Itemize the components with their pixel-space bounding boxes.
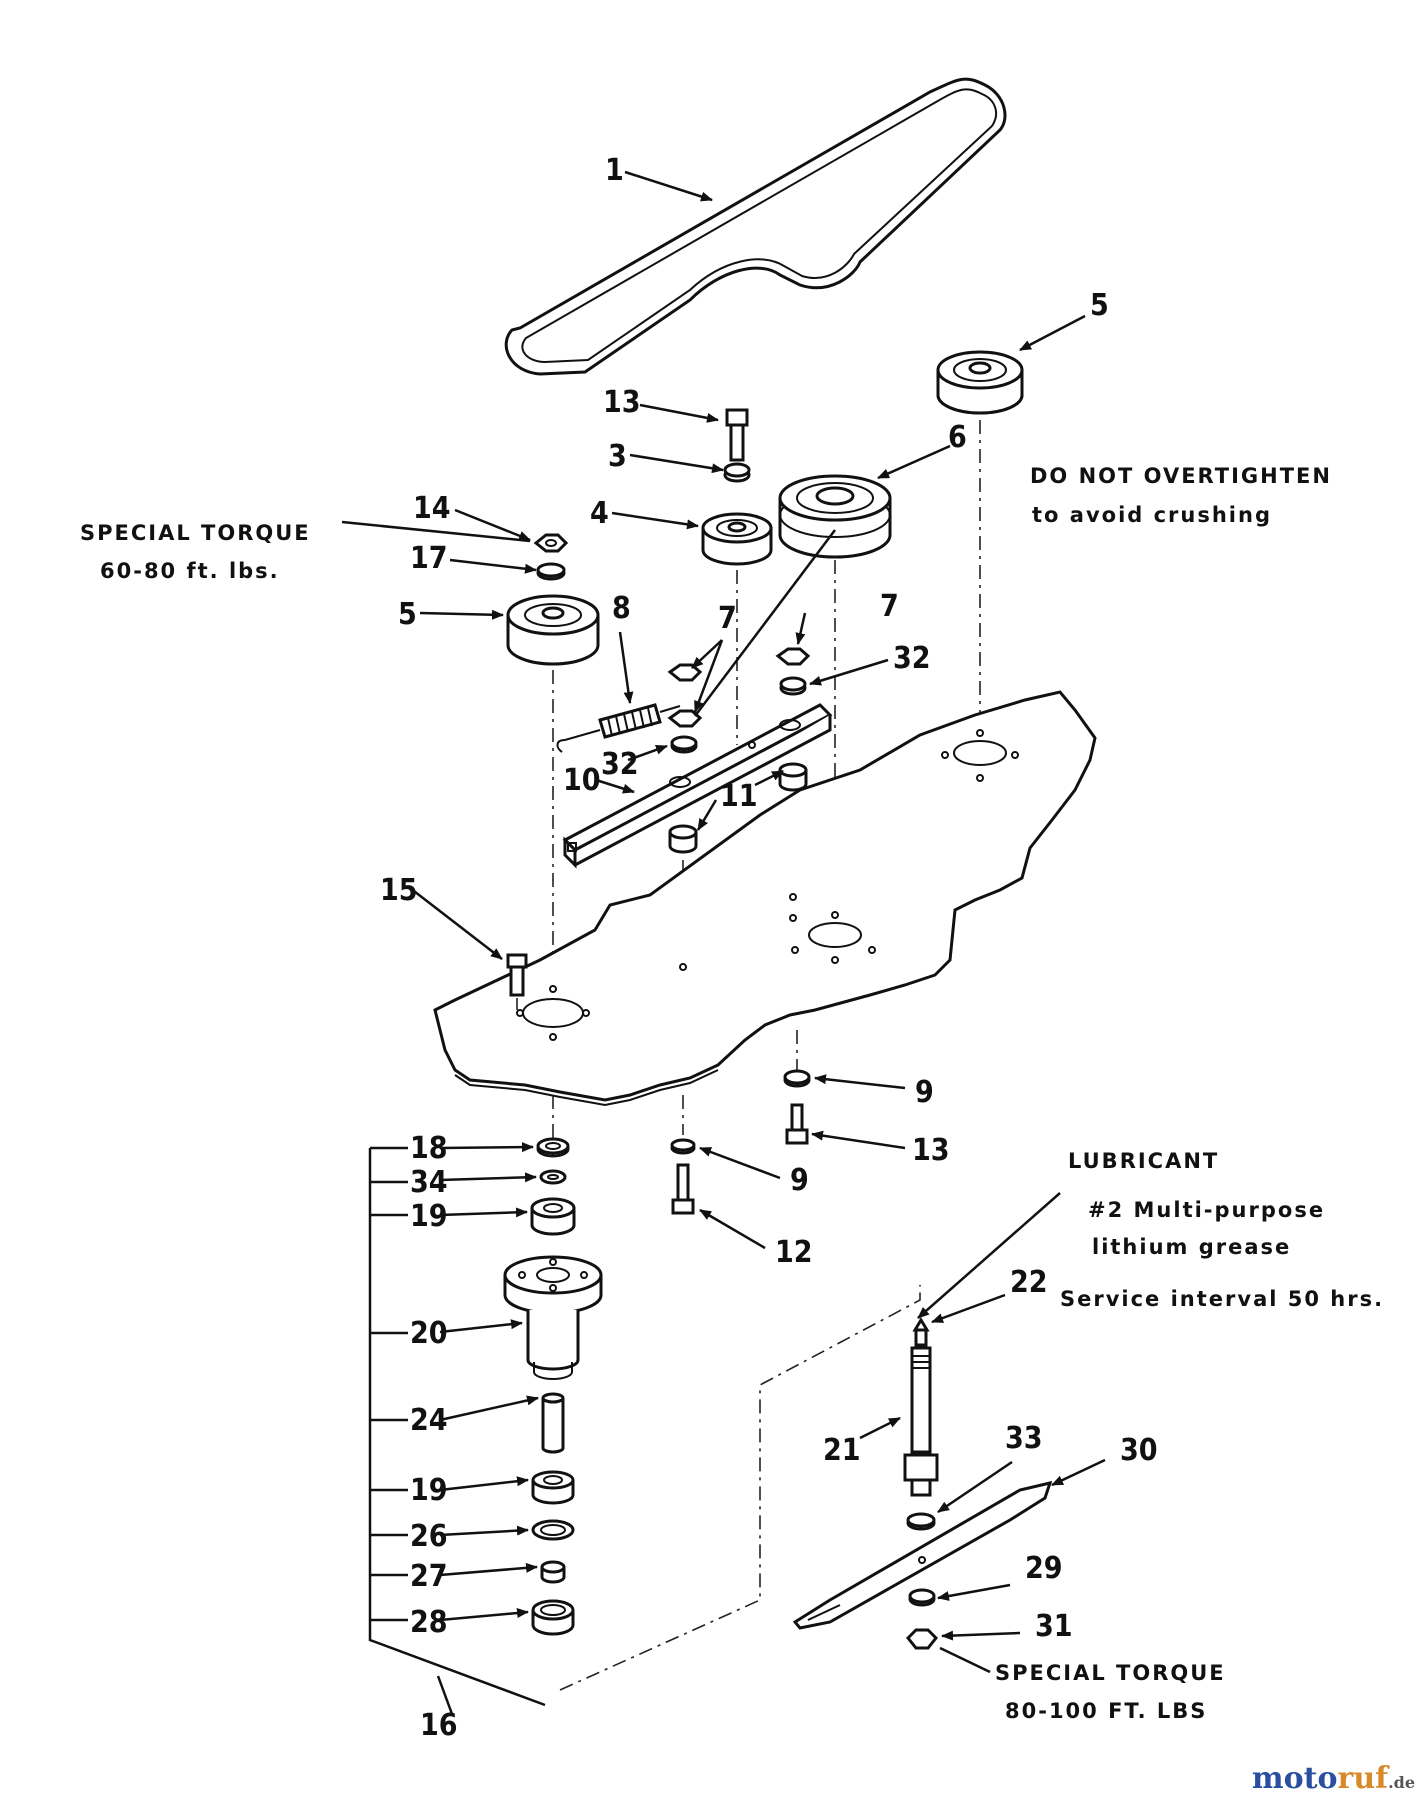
callout-7-right: 7 [880,589,899,624]
spindle-deck-plate [433,690,1097,1107]
pulley-6-double [778,474,892,559]
spacer-11-left [668,824,698,854]
callout-18: 18 [410,1131,448,1166]
note-special-torque-top-line1: SPECIAL TORQUE [80,521,311,545]
callout-numbers: 1 5 13 3 6 4 14 17 5 8 7 7 32 32 10 11 1… [380,153,1158,1743]
nut-7-right [775,647,811,666]
callout-6: 6 [948,420,967,455]
seal-18 [536,1137,570,1158]
note-special-torque-bottom-line1: SPECIAL TORQUE [995,1661,1226,1685]
callout-22: 22 [1010,1265,1048,1300]
note-lubricant-line3: lithium grease [1092,1235,1291,1259]
callout-29: 29 [1025,1551,1063,1586]
seal-27 [540,1560,566,1584]
callout-24: 24 [410,1403,448,1438]
callout-26: 26 [410,1519,448,1554]
bolt-13-bottom [785,1103,809,1145]
watermark-part1: moto [1251,1761,1338,1796]
callout-30: 30 [1120,1433,1158,1468]
callout-17: 17 [410,541,448,576]
drive-belt [504,77,1007,376]
washer-32-left [670,735,698,754]
note-special-torque-top-line2: 60-80 ft. lbs. [100,559,280,583]
note-lubricant-line1: LUBRICANT [1068,1149,1219,1173]
callout-16: 16 [420,1708,458,1743]
callout-13-top: 13 [603,385,641,420]
callout-12: 12 [775,1235,813,1270]
washer-29 [908,1588,936,1607]
callout-19-upper: 19 [410,1199,448,1234]
callout-10: 10 [563,763,601,798]
blade-30 [792,1480,1053,1630]
callout-15: 15 [380,873,418,908]
washer-17 [536,562,566,581]
spring-8 [556,703,681,753]
retaining-ring-26 [531,1519,575,1541]
callout-33: 33 [1005,1421,1043,1456]
spindle-housing-20 [503,1255,603,1380]
grease-fitting-22 [912,1317,930,1347]
callout-3: 3 [608,439,627,474]
leader-lines [341,170,1106,1715]
washer-32-right [779,676,807,696]
watermark-part2: ruf [1337,1761,1389,1796]
washer-9-middle [670,1138,696,1155]
callout-21: 21 [823,1433,861,1468]
bearing-19-lower [531,1470,575,1505]
washer-9-right [783,1069,811,1088]
callout-4: 4 [590,496,609,531]
spindle-shaft-21 [903,1346,939,1497]
callout-32-left: 32 [601,747,639,782]
spacer-tube-24 [541,1392,565,1454]
note-special-torque-bottom-line2: 80-100 FT. LBS [1005,1699,1207,1723]
nut-7-left-lower [667,709,703,728]
bolt-13-top [725,408,749,462]
pulley-5-right [936,350,1024,415]
washer-33 [906,1512,936,1531]
callout-27: 27 [410,1559,448,1594]
callout-5-left: 5 [398,597,417,632]
note-lubricant-line2: #2 Multi-purpose [1088,1198,1325,1222]
callout-9-middle: 9 [790,1163,809,1198]
spindle-assembly-16-bracket [368,1146,546,1707]
pulley-5-left [506,594,600,666]
watermark-logo: motoruf.de [1252,1761,1415,1796]
callout-32-right: 32 [893,641,931,676]
washer-34 [539,1169,567,1185]
callout-20: 20 [410,1316,448,1351]
callout-7-left: 7 [718,601,737,636]
callout-14: 14 [413,491,451,526]
callout-1: 1 [605,153,624,188]
callout-28: 28 [410,1605,448,1640]
bolt-15 [506,953,528,997]
pulley-4 [701,512,773,566]
bearing-19-upper [530,1197,576,1236]
washer-3 [723,462,751,483]
assembly-notes: SPECIAL TORQUE 60-80 ft. lbs. DO NOT OVE… [80,464,1384,1723]
idler-arm-10 [562,703,833,869]
callout-31: 31 [1035,1609,1073,1644]
nut-31 [905,1628,939,1650]
callout-9-right: 9 [915,1075,934,1110]
nut-7-left [667,663,703,682]
callout-11: 11 [720,779,758,814]
callout-13-bottom: 13 [912,1133,950,1168]
callout-34: 34 [410,1165,448,1200]
spacer-11-right [778,762,808,792]
note-service-interval: Service interval 50 hrs. [1060,1287,1384,1311]
callout-5-right: 5 [1090,288,1109,323]
dust-cap-28 [531,1599,575,1636]
callout-8: 8 [612,591,631,626]
nut-14 [533,533,569,553]
watermark-suffix: .de [1388,1773,1415,1792]
callout-19-lower: 19 [410,1473,448,1508]
bolt-12 [671,1163,695,1215]
note-overtighten-line2: to avoid crushing [1032,503,1272,527]
note-overtighten-line1: DO NOT OVERTIGHTEN [1030,464,1332,488]
